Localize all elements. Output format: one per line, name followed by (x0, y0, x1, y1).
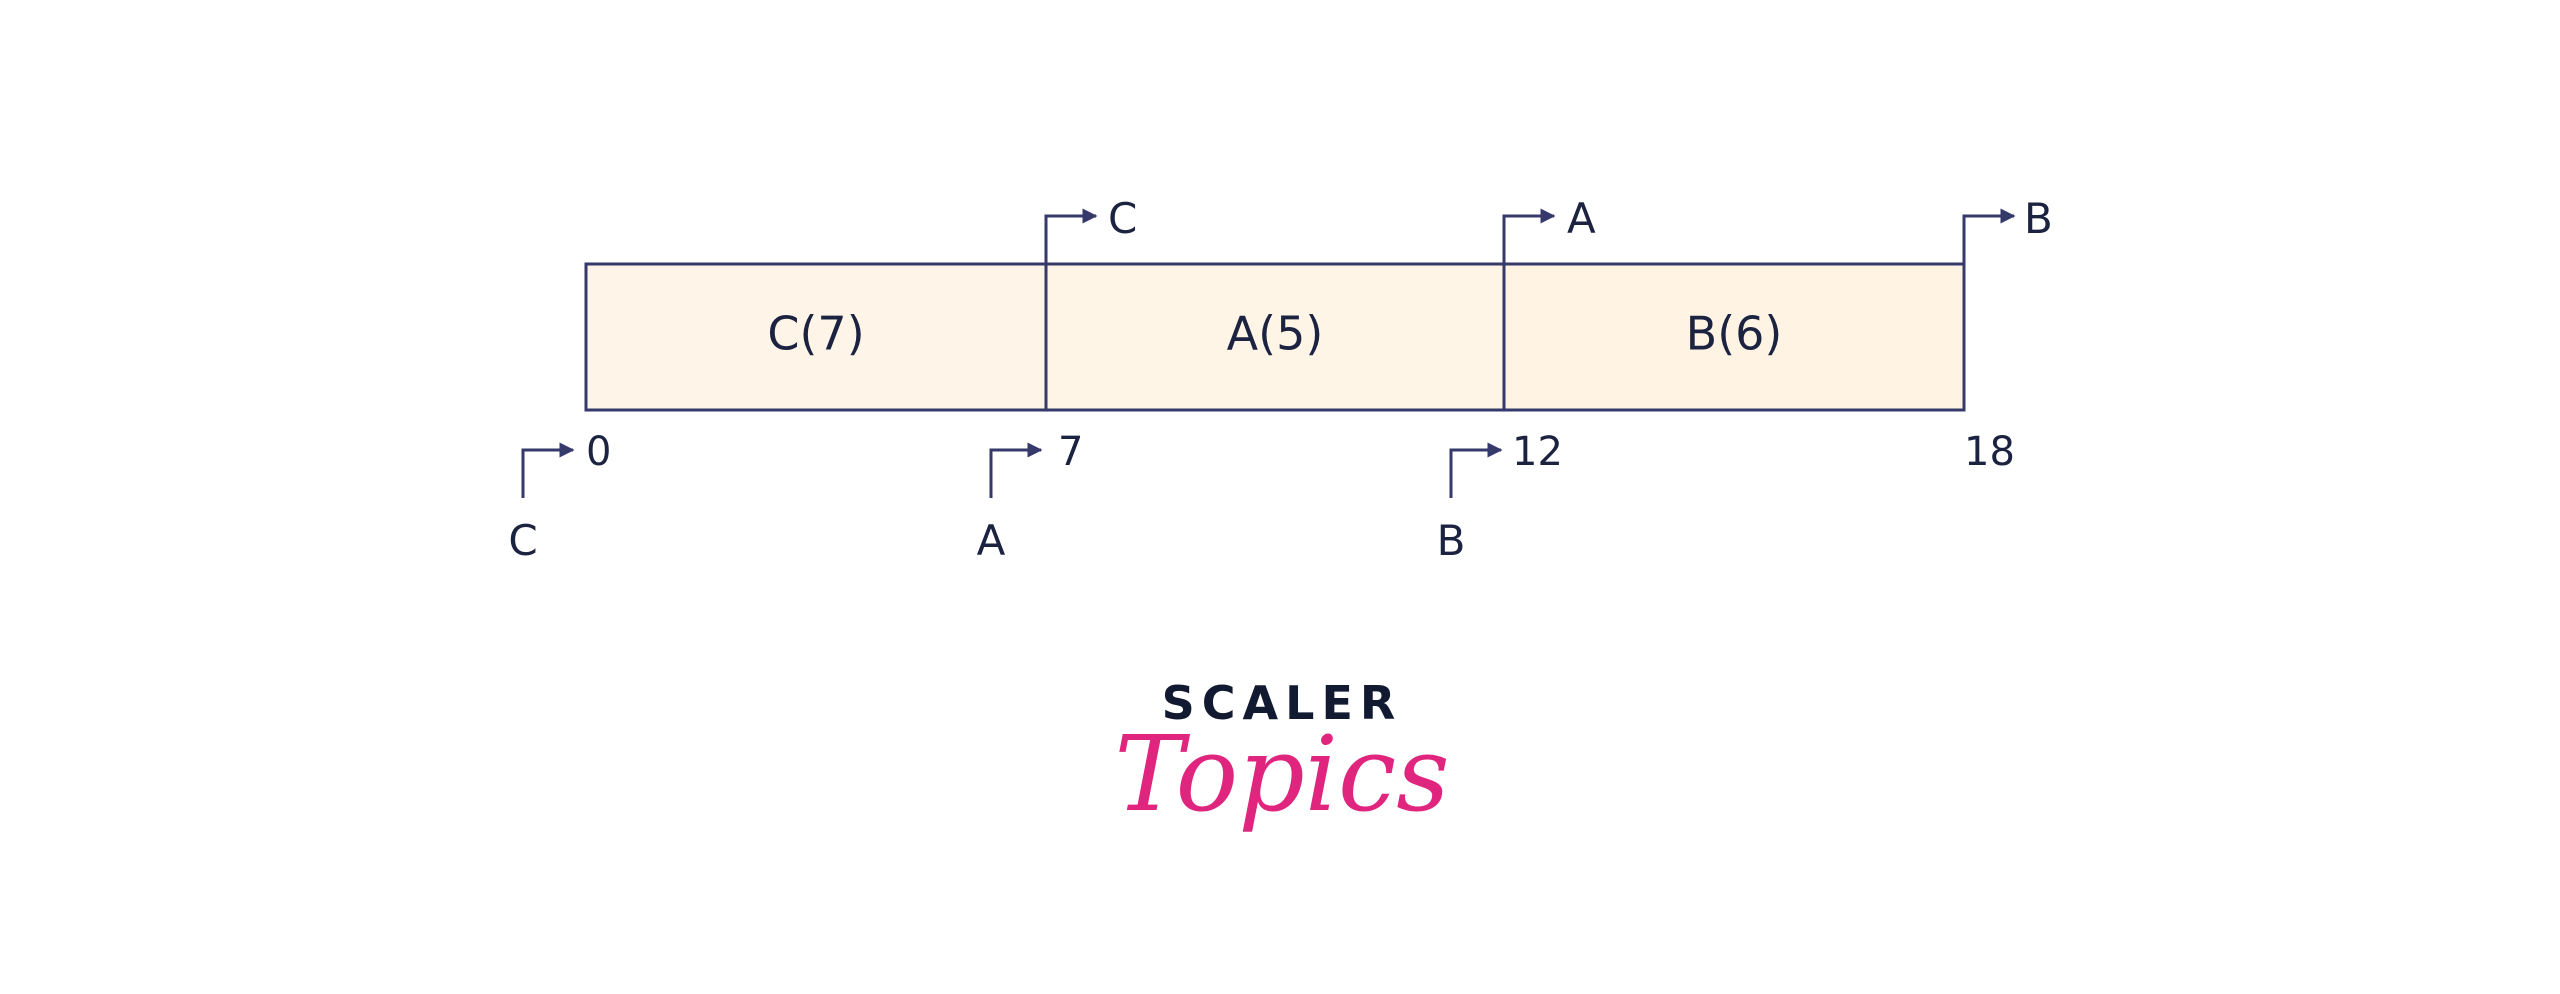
logo-topics-text: Topics (1114, 713, 1449, 835)
process-block-c: C(7) (584, 262, 1048, 412)
tick-label-7: 7 (1058, 429, 1083, 475)
gantt-bar: C(7) A(5) B(6) (584, 262, 1966, 412)
arrival-label-b: B (1437, 516, 1466, 565)
process-block-b-label: B(6) (1686, 307, 1783, 361)
arrival-markers: C A B (508, 442, 1503, 565)
process-block-b: B(6) (1502, 262, 1966, 412)
completion-label-c: C (1108, 194, 1137, 243)
arrival-label-a: A (977, 516, 1006, 565)
arrival-label-c: C (508, 516, 537, 565)
completion-marker-b: B (1962, 194, 2053, 264)
process-block-b-rect (1502, 262, 1966, 412)
arrival-marker-b: B (1437, 442, 1503, 565)
logo-scaler-text: SCALER (1162, 676, 1403, 730)
process-block-c-rect (584, 262, 1048, 412)
arrival-arrow-c-icon (521, 442, 575, 498)
scaler-topics-logo: SCALER Topics (1114, 676, 1449, 835)
arrival-marker-a: A (977, 442, 1043, 565)
process-block-a: A(5) (1044, 262, 1506, 412)
process-block-c-label: C(7) (767, 307, 864, 361)
completion-arrow-b-icon (1962, 208, 2016, 264)
process-block-a-rect (1044, 262, 1506, 412)
completion-marker-c: C (1044, 194, 1137, 264)
arrival-arrow-a-icon (989, 442, 1043, 498)
completion-markers: C A B (1044, 194, 2053, 264)
arrival-arrow-b-icon (1449, 442, 1503, 498)
completion-arrow-a-icon (1502, 208, 1556, 264)
arrival-marker-c: C (508, 442, 575, 565)
tick-label-18: 18 (1964, 429, 2015, 475)
completion-label-a: A (1567, 194, 1596, 243)
completion-label-b: B (2024, 194, 2053, 243)
time-ticks: 0 7 12 18 (586, 429, 2015, 475)
completion-arrow-c-icon (1044, 208, 1098, 264)
completion-marker-a: A (1502, 194, 1596, 264)
tick-label-12: 12 (1512, 429, 1563, 475)
tick-label-0: 0 (586, 429, 611, 475)
process-block-a-label: A(5) (1227, 307, 1324, 361)
